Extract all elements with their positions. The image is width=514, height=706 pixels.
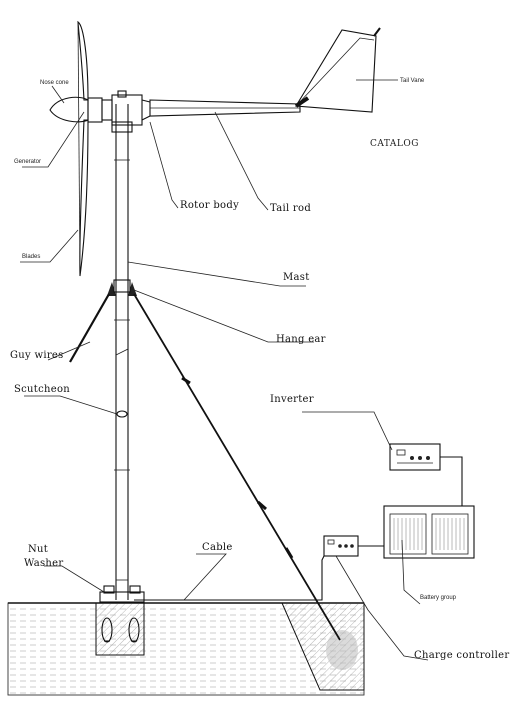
inverter: [389, 443, 441, 471]
label-tail-rod: Tail rod: [270, 203, 311, 214]
label-inverter: Inverter: [270, 394, 314, 405]
label-mast: Mast: [283, 272, 310, 283]
battery-group: [383, 505, 475, 559]
wiring: [134, 456, 463, 601]
label-hang-ear: Hang ear: [276, 334, 326, 345]
scutcheon: [116, 410, 128, 418]
hang-ear: [107, 279, 137, 296]
label-tail-vane: Tail Vane: [400, 78, 425, 84]
mast-base-plate: [99, 585, 145, 603]
label-blades: Blades: [22, 254, 40, 260]
rotor-body: [111, 90, 151, 126]
generator: [87, 97, 113, 123]
label-nose-cone: Nose cone: [40, 80, 69, 86]
label-washer: Washer: [24, 558, 63, 569]
mast-foundation: [95, 602, 145, 656]
guy-anchor-block: [281, 602, 365, 691]
leader-lines: [20, 79, 429, 661]
label-catalog: CATALOG: [370, 139, 419, 149]
label-scutcheon: Scutcheon: [14, 384, 70, 395]
label-guy-wires: Guy wires: [10, 350, 64, 361]
blades: [77, 20, 89, 277]
label-charge-controller: Charge controller: [414, 650, 509, 661]
label-nut: Nut: [28, 544, 48, 555]
guy-wires: [69, 293, 341, 641]
label-generator: Generator: [14, 159, 41, 165]
label-rotor-body: Rotor body: [180, 200, 239, 211]
charge-controller: [323, 535, 359, 557]
label-cable: Cable: [202, 542, 233, 553]
tail-rod: [149, 99, 301, 117]
tail-vane: [294, 27, 381, 113]
label-battery-group: Battery group: [420, 595, 457, 601]
mast: [111, 104, 133, 600]
nose-cone: [49, 96, 89, 123]
